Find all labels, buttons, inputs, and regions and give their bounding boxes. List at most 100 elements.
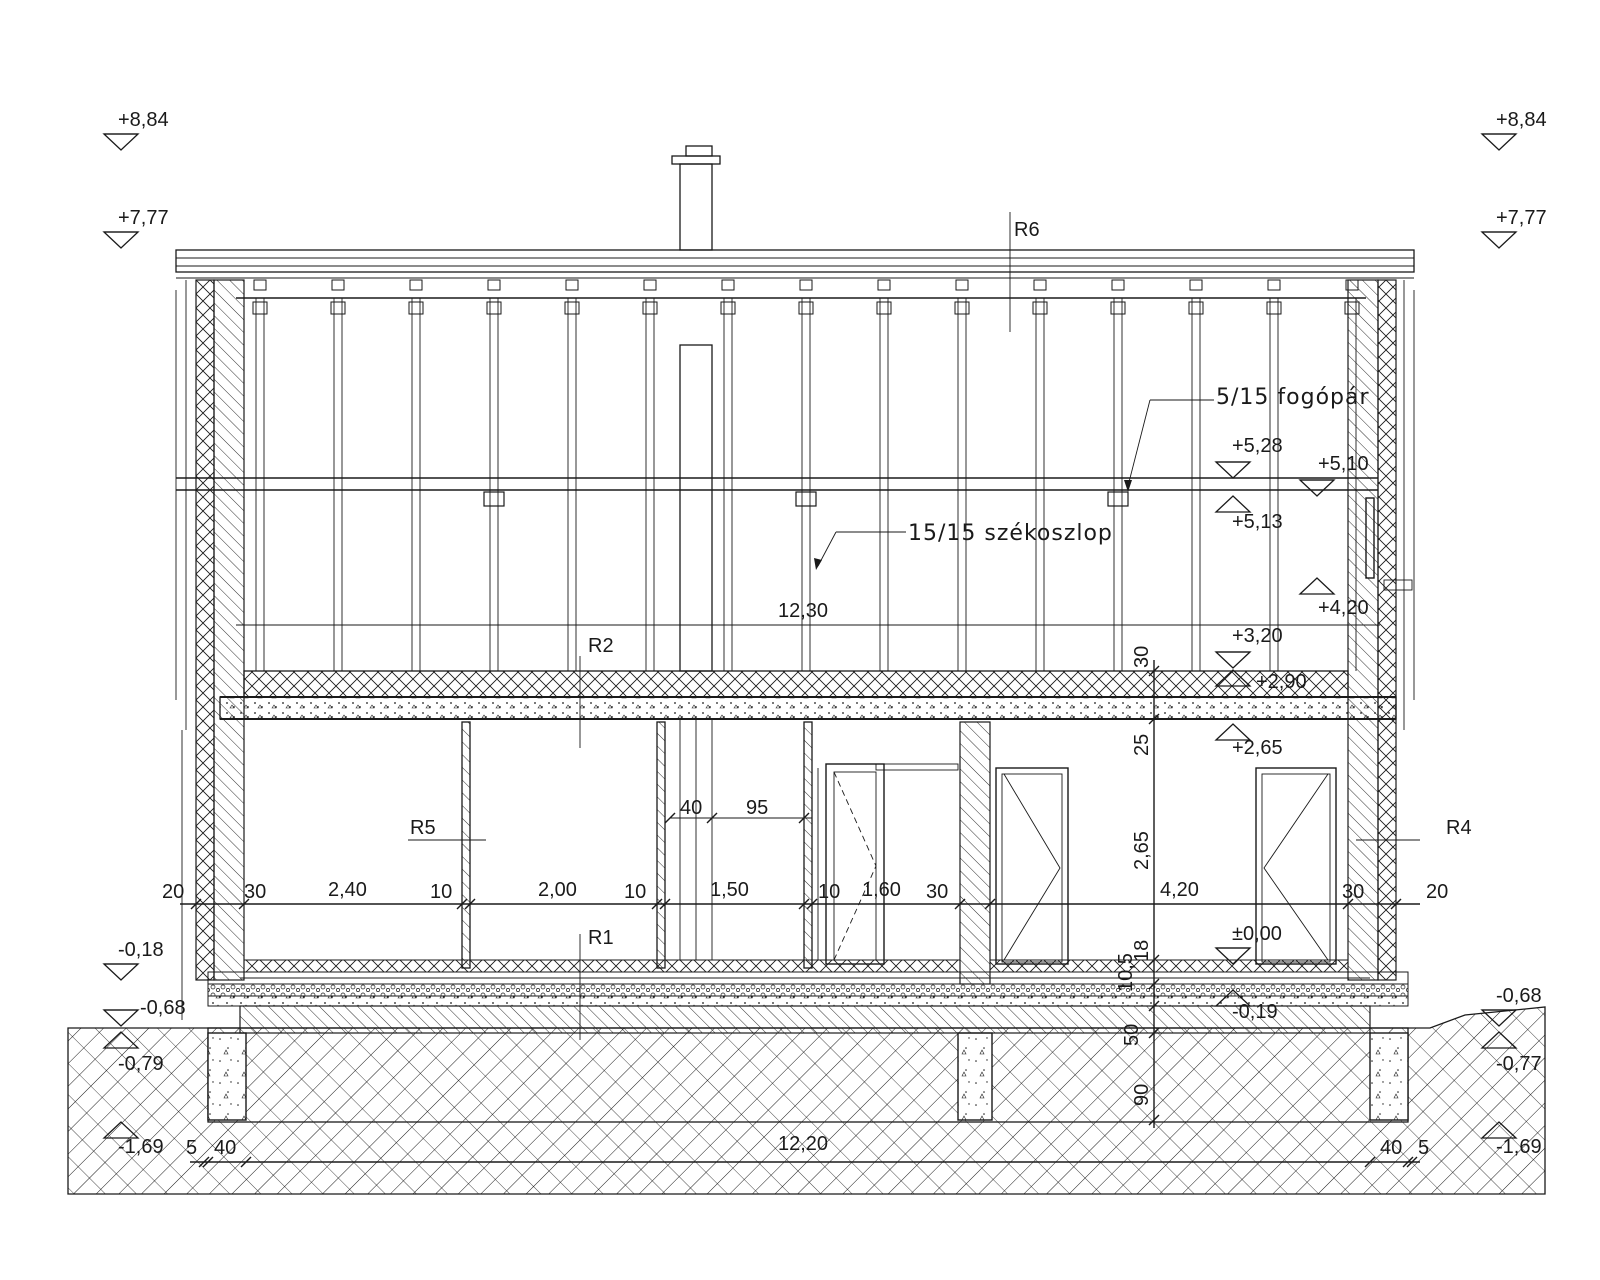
dim-label: 20 (1426, 881, 1448, 903)
attic-post (1188, 279, 1204, 671)
level-label: -1,69 (118, 1136, 164, 1158)
dim-label: 25 (1131, 734, 1153, 756)
dimension-tick (1148, 1114, 1160, 1126)
level-label: +8,84 (1496, 109, 1547, 131)
attic-post (642, 279, 658, 671)
dim-label: 10 (430, 881, 452, 903)
dim-label: 2,65 (1131, 831, 1153, 870)
dimension-tick (240, 1156, 252, 1168)
level-label: +7,77 (118, 207, 169, 229)
dimension-tick (1390, 898, 1402, 910)
dim-label: 30 (926, 881, 948, 903)
dimension-tick (238, 898, 250, 910)
ground-floor-slab (207, 971, 1409, 1034)
level-label: +5,10 (1318, 453, 1369, 475)
dimension-tick (954, 898, 966, 910)
dimension-tick (1148, 954, 1160, 966)
dim-label: 30 (244, 881, 266, 903)
level-label: +2,65 (1232, 737, 1283, 759)
horizontal-dimension-labels: 12,30 20 30 2,40 10 2,00 10 1,50 10 1,60… (162, 600, 1448, 1159)
dim-label: 2,40 (328, 879, 367, 901)
ground-soil (67, 1006, 1546, 1195)
dimension-lines (180, 624, 1420, 1168)
room-label-r6: R6 (1014, 219, 1040, 241)
attic-post (1110, 279, 1126, 671)
doors (811, 497, 1413, 965)
dimension-tick (806, 898, 818, 910)
dim-label: 12,20 (778, 1133, 828, 1155)
dim-label: 18 (1131, 940, 1153, 962)
dimension-tick (706, 812, 718, 824)
roof (175, 145, 1415, 960)
level-label: -0,18 (118, 939, 164, 961)
level-label: -0,68 (1496, 985, 1542, 1007)
attic-post (252, 279, 268, 671)
level-label: +4,20 (1318, 597, 1369, 619)
room-label-r4: R4 (1446, 817, 1472, 839)
intermediate-floor (219, 670, 1397, 720)
dim-label: 40 (214, 1137, 236, 1159)
dimension-tick (464, 898, 476, 910)
attic-post (486, 279, 502, 671)
collar-clamp (483, 491, 505, 507)
dim-label: 4,20 (1160, 879, 1199, 901)
dimension-tick (798, 812, 810, 824)
collar-tie-beam (176, 477, 1378, 491)
dimension-tick (651, 898, 663, 910)
dimension-tick (456, 898, 468, 910)
room-label-r5: R5 (410, 817, 436, 839)
dim-label: 1,60 (862, 879, 901, 901)
dimension-tick (659, 898, 671, 910)
level-label: ±0,00 (1232, 923, 1282, 945)
note-fogopar: 5/15 fogópár (1216, 385, 1370, 410)
level-labels-right: +8,84 +7,77 -0,68 -0,77 -1,69 (1496, 109, 1547, 1158)
attic-post (1266, 279, 1282, 671)
attic-post (876, 279, 892, 671)
dim-label: 2,00 (538, 879, 577, 901)
dim-label: 90 (1131, 1084, 1153, 1106)
attic-post (720, 279, 736, 671)
level-label: -0,77 (1496, 1053, 1542, 1075)
dimension-tick (1148, 1027, 1160, 1039)
dimension-tick (1364, 1156, 1376, 1168)
level-label: +2,90 (1256, 671, 1307, 693)
dim-label: 12,30 (778, 600, 828, 622)
level-label: +5,28 (1232, 435, 1283, 457)
dimension-tick (1148, 665, 1160, 677)
level-label: -0,79 (118, 1053, 164, 1075)
level-label: +3,20 (1232, 625, 1283, 647)
dimension-tick (202, 1156, 214, 1168)
attic-post (954, 279, 970, 671)
dim-label: 20 (162, 881, 184, 903)
level-labels-left: +8,84 +7,77 -0,18 -0,68 -0,79 -1,69 (118, 109, 186, 1158)
dim-label: 95 (746, 797, 768, 819)
dimension-tick (1148, 1000, 1160, 1012)
dimension-tick (1148, 978, 1160, 990)
note-szekoszlop: 15/15 székoszlop (908, 521, 1113, 546)
dimension-tick (1148, 713, 1160, 725)
attic-post (564, 279, 580, 671)
dimension-tick (198, 1156, 210, 1168)
level-label: -0,68 (140, 997, 186, 1019)
dim-label: 40 (1380, 1137, 1402, 1159)
dim-label: 5 (1418, 1137, 1429, 1159)
dim-label: 30 (1131, 646, 1153, 668)
collar-clamp (795, 491, 817, 507)
dim-label: 1,50 (710, 879, 749, 901)
dimension-tick (1402, 1156, 1414, 1168)
attic-post (798, 279, 814, 671)
dimension-tick (190, 898, 202, 910)
attic-post (1032, 279, 1048, 671)
dimension-tick (984, 898, 996, 910)
dim-label: 5 (186, 1137, 197, 1159)
level-label: -0,19 (1232, 1001, 1278, 1023)
exterior-walls (175, 279, 1415, 1020)
room-label-r1: R1 (588, 927, 614, 949)
level-labels-inner: +5,28 +5,10 +5,13 +4,20 +3,20 +2,90 +2,6… (1232, 435, 1369, 1023)
attic-post (1344, 279, 1360, 671)
dimension-tick (664, 812, 676, 824)
attic-post (408, 279, 424, 671)
attic-post (330, 279, 346, 671)
dim-label: 40 (680, 797, 702, 819)
